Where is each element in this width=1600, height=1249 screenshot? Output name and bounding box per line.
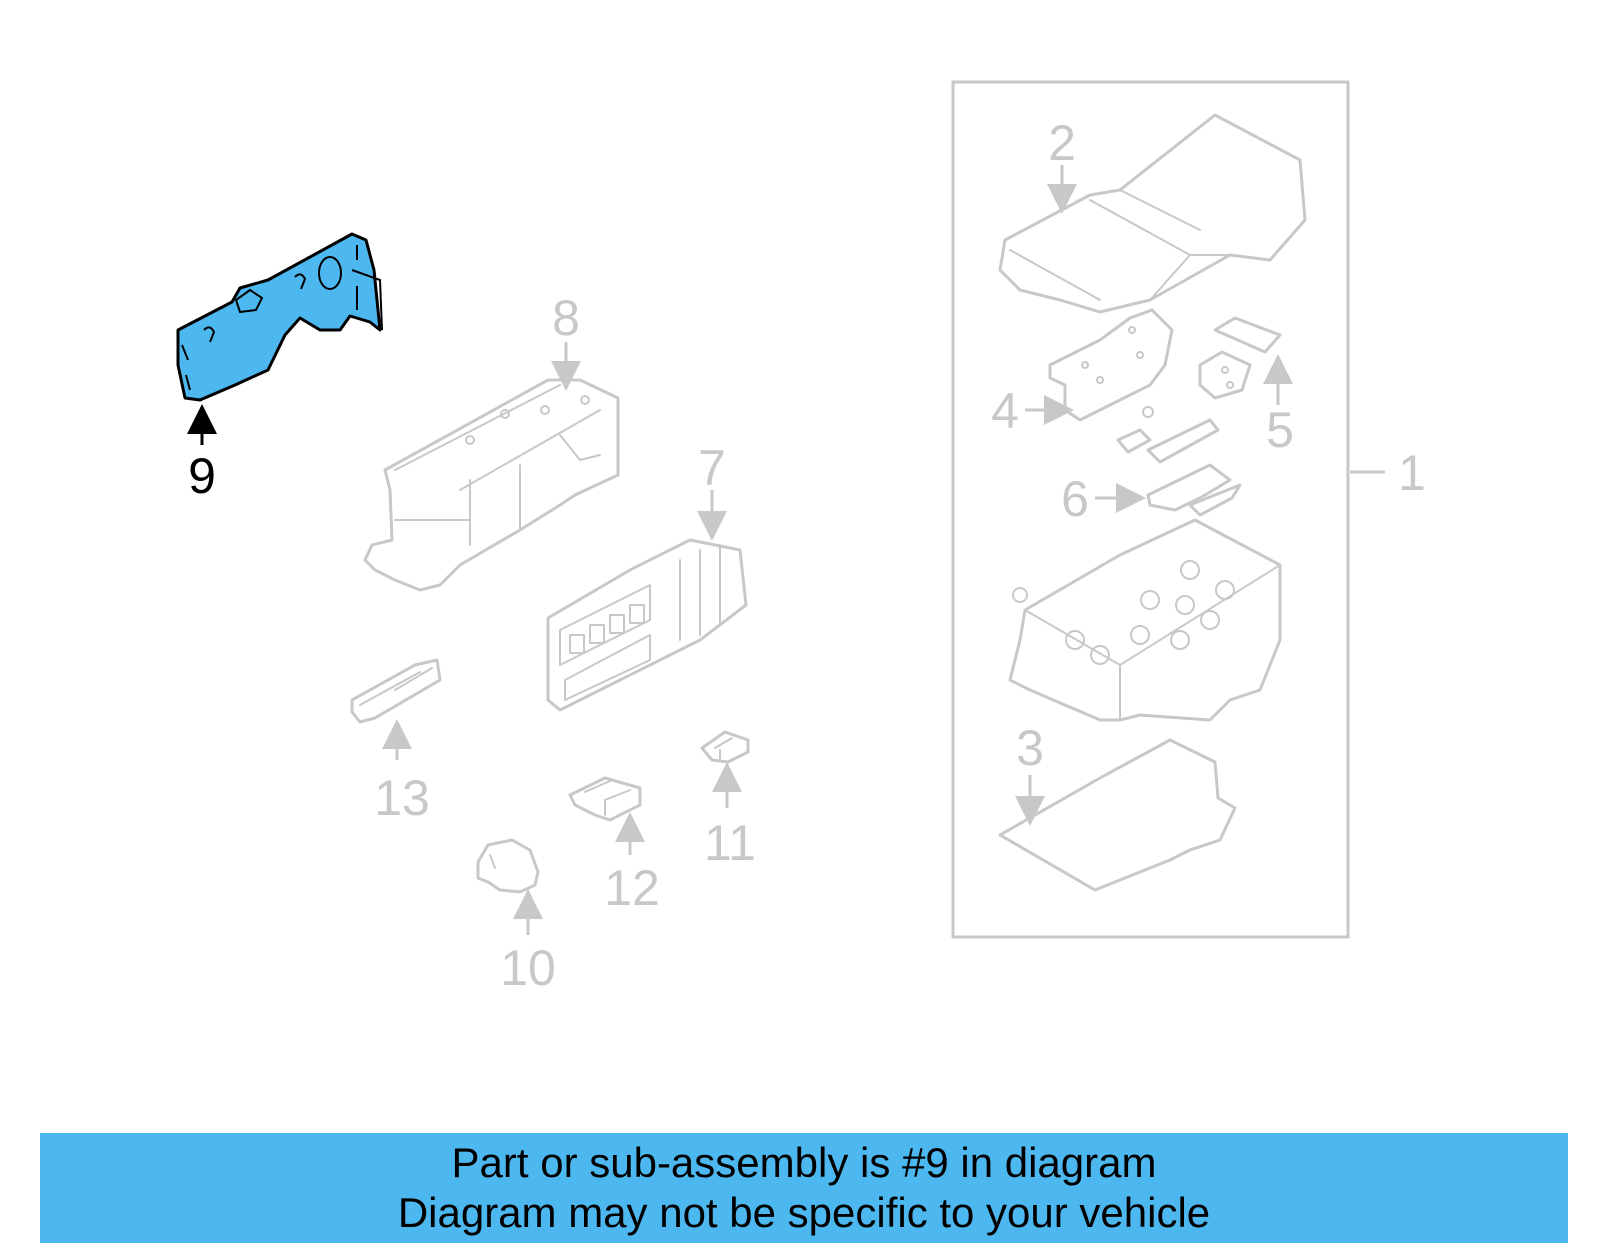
callout-7: 7 — [698, 440, 726, 496]
callout-13: 13 — [374, 770, 430, 826]
part-13-clip — [350, 658, 442, 724]
callout-10: 10 — [500, 940, 556, 996]
part-2-cover — [998, 113, 1307, 314]
callout-11: 11 — [704, 815, 756, 871]
part-1-fuse-box-body — [1008, 518, 1282, 722]
assembly-1-frame — [951, 80, 1350, 939]
callout-1: 1 — [1398, 445, 1426, 501]
part-7-relay-block — [546, 538, 748, 712]
part-11-fuse-small — [700, 730, 750, 764]
part-3-bottom-plate — [998, 738, 1237, 892]
parts-diagram: 9 8 7 13 12 11 10 — [176, 80, 1426, 996]
callout-4: 4 — [991, 383, 1019, 439]
banner-line-1: Part or sub-assembly is #9 in diagram — [451, 1139, 1157, 1186]
callout-3: 3 — [1016, 720, 1044, 776]
callout-6: 6 — [1061, 471, 1089, 527]
part-8-housing — [363, 378, 620, 592]
callout-5: 5 — [1266, 402, 1294, 458]
part-9-bracket[interactable] — [176, 232, 383, 402]
banner-line-2: Diagram may not be specific to your vehi… — [397, 1189, 1211, 1236]
part-10-cap — [476, 838, 540, 894]
callout-9: 9 — [188, 448, 216, 504]
info-banner: Part or sub-assembly is #9 in diagram Di… — [40, 1133, 1568, 1243]
part-5-terminals — [1198, 316, 1282, 400]
callout-2: 2 — [1048, 115, 1076, 171]
callout-8: 8 — [552, 290, 580, 346]
part-4-busbar-plate — [1048, 308, 1174, 422]
part-6-fuse-links — [1116, 406, 1242, 517]
callout-12: 12 — [604, 860, 660, 916]
part-12-fuse — [568, 776, 642, 822]
